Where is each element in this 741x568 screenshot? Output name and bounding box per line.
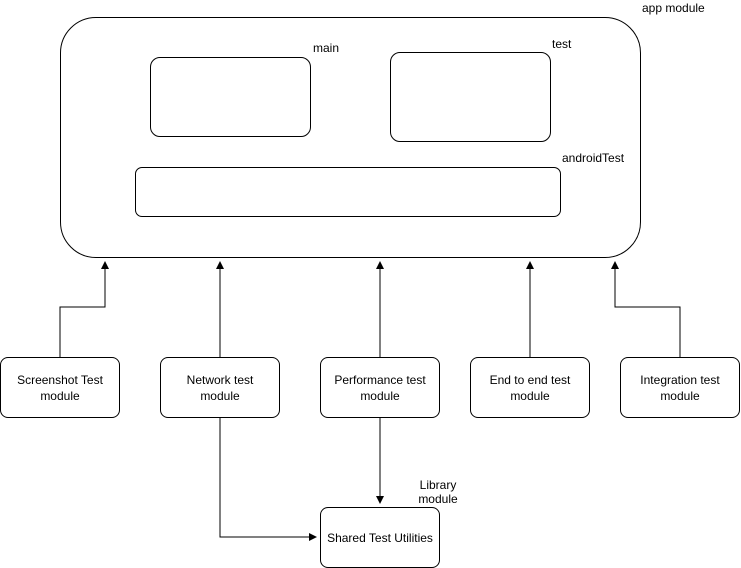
end-to-end-test-module: End to end test module	[470, 357, 590, 418]
performance-test-module: Performance test module	[320, 357, 440, 418]
module-label: Network test module	[186, 372, 254, 403]
arrow-network-to-shared	[219, 418, 317, 541]
main-label: main	[313, 41, 340, 55]
network-test-module: Network test module	[160, 357, 280, 418]
app-module-label: app module	[642, 1, 705, 15]
arrow-screenshot-to-app	[59, 261, 109, 357]
module-label: Integration test module	[640, 372, 720, 403]
main-source-set-box	[150, 57, 311, 137]
test-label: test	[552, 37, 572, 51]
screenshot-test-module: Screenshot Test module	[0, 357, 120, 418]
test-source-set-box	[390, 52, 551, 142]
android-test-label: androidTest	[562, 151, 625, 165]
module-label: Performance test module	[334, 372, 426, 403]
module-label: Screenshot Test module	[17, 372, 103, 403]
shared-test-utilities-label: Shared Test Utilities	[327, 530, 433, 545]
library-module-label: Library module	[418, 478, 458, 506]
integration-test-module: Integration test module	[620, 357, 740, 418]
android-test-source-set-box	[135, 167, 561, 217]
app-module-box	[60, 17, 641, 258]
arrow-integration-to-app	[611, 261, 681, 357]
module-label: End to end test module	[489, 372, 571, 403]
shared-test-utilities-box: Shared Test Utilities	[320, 507, 440, 568]
